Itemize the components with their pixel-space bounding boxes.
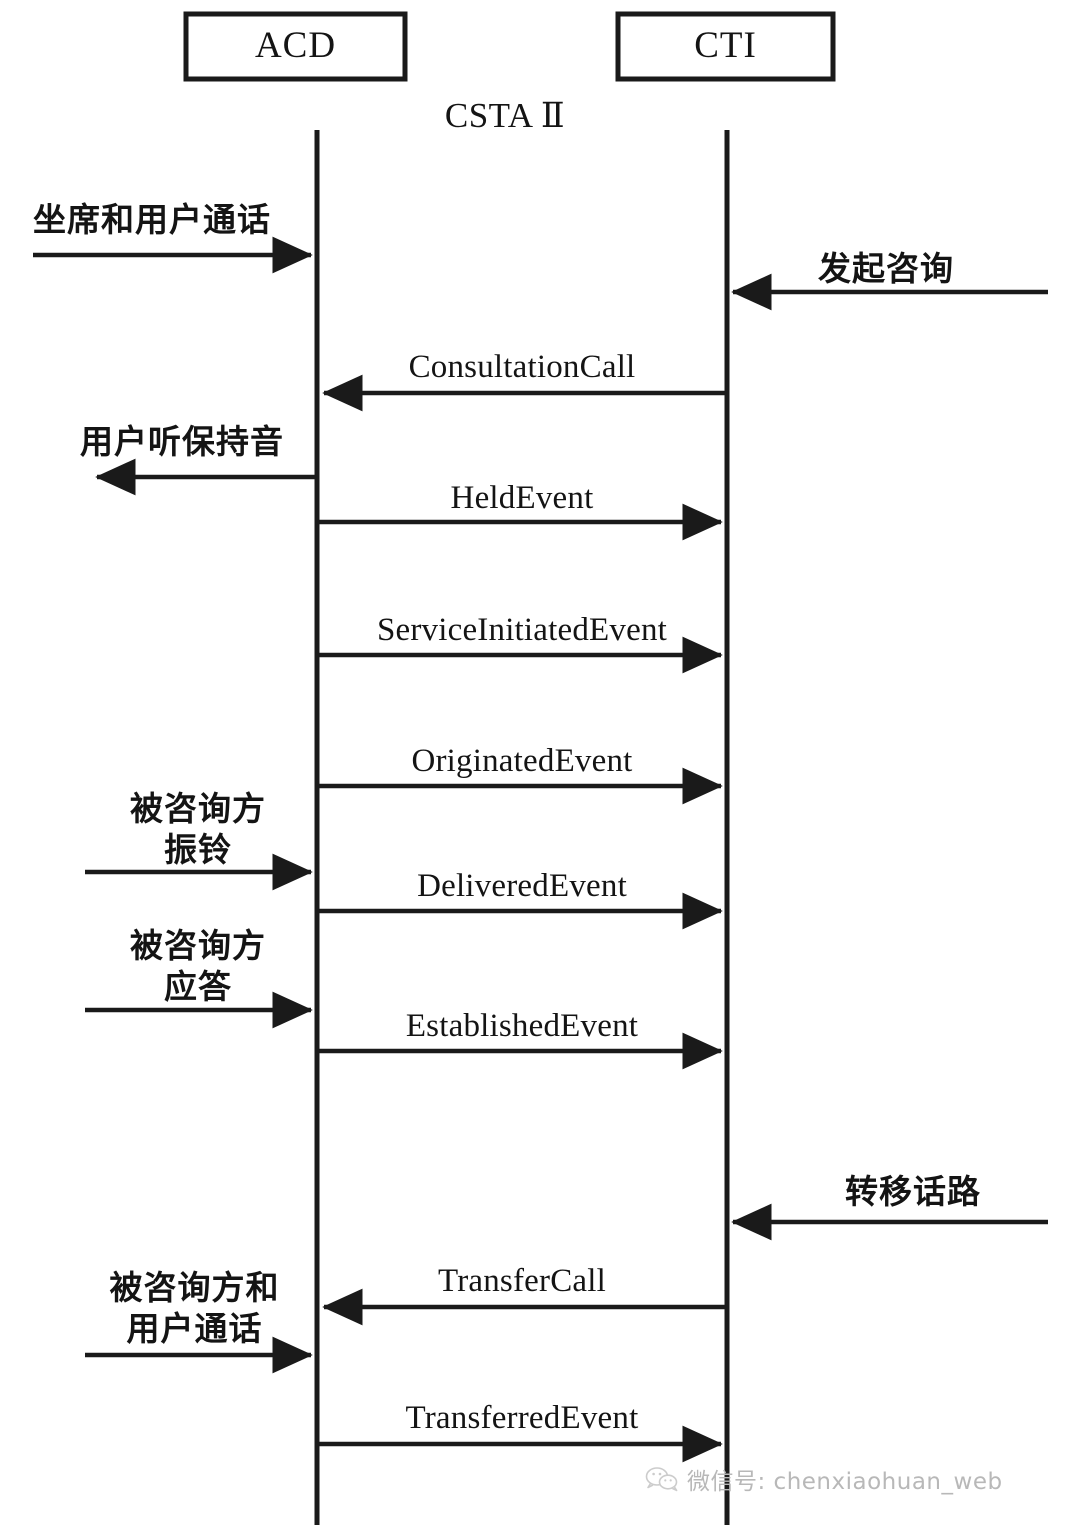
message-label-4: 用户听保持音 [80, 422, 284, 461]
message-label-10-line2: 应答 [164, 966, 232, 1006]
actor-box-cti [615, 11, 836, 82]
message-label-6: ServiceInitiatedEvent [376, 612, 668, 648]
message-label-1: 坐席和用户通话 [33, 200, 271, 239]
message-label-14-line1: 被咨询方和 [109, 1268, 280, 1307]
message-label-7: OriginatedEvent [411, 743, 633, 779]
message-label-5: HeldEvent [450, 480, 594, 516]
watermark-text: 微信号: chenxiaohuan_web [687, 1469, 1003, 1495]
wechat-icon [645, 1467, 678, 1492]
message-label-8-line2: 振铃 [164, 829, 232, 869]
actor-box-acd [183, 11, 408, 82]
message-label-10-line1: 被咨询方 [130, 926, 266, 965]
message-label-11: EstablishedEvent [405, 1008, 639, 1044]
protocol-label: CSTA Ⅱ [444, 96, 566, 135]
actor-label-cti: CTI [694, 25, 757, 66]
message-label-2: 发起咨询 [818, 249, 954, 288]
message-label-14: 被咨询方和用户通话 [78, 1268, 311, 1350]
message-label-8-line1: 被咨询方 [130, 789, 266, 828]
message-label-15: TransferredEvent [405, 1400, 639, 1436]
watermark: 微信号: chenxiaohuan_web [645, 1462, 1003, 1496]
message-label-12: 转移话路 [845, 1172, 981, 1211]
actor-label-acd: ACD [254, 25, 337, 66]
message-label-10: 被咨询方应答 [85, 926, 311, 1008]
message-label-9: DeliveredEvent [417, 868, 627, 904]
message-label-14-line2: 用户通话 [126, 1308, 263, 1348]
message-label-13: TransferCall [438, 1263, 606, 1299]
message-label-3: ConsultationCall [408, 349, 636, 385]
message-label-8: 被咨询方振铃 [85, 789, 311, 871]
